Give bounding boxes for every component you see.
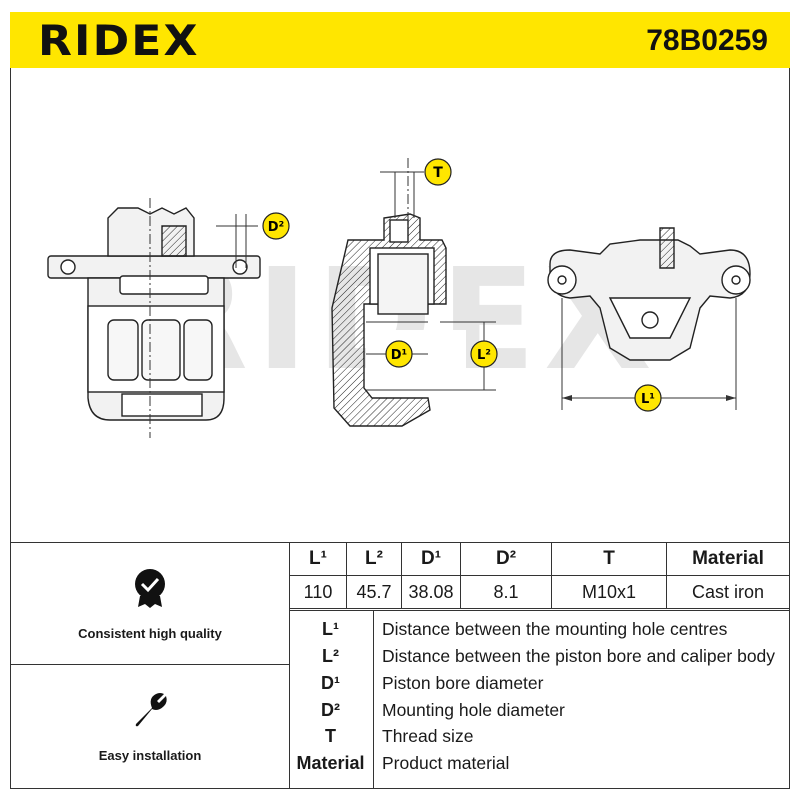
wrench-icon [135,693,167,727]
legend-key: D² [321,700,340,720]
feature-installation-label: Easy installation [98,748,202,763]
caliper-front-view [47,207,261,421]
legend-desc: Piston bore diameter [382,673,544,693]
header-t: T [551,542,667,576]
label-d1: D¹ [391,348,408,363]
label-l1: L¹ [641,392,655,407]
specs-table: L¹ L² D¹ D² T Material 110 45.7 38.08 8.… [289,542,790,609]
value-l1: 110 [289,575,347,609]
header-l1: L¹ [289,542,347,576]
header-bar: RIDEX 78B0259 [10,12,790,68]
legend-row: Material Product material [289,753,790,779]
header-material: Material [666,542,790,576]
quality-badge-icon [135,569,165,608]
caliper-drawing: RIDEX D² T D¹ L² [47,158,751,438]
legend-key: L² [322,646,339,666]
feature-quality-label: Consistent high quality [78,626,222,641]
legend-list: L¹ Distance between the mounting hole ce… [289,610,790,788]
value-t: M10x1 [551,575,667,609]
legend-key: D¹ [321,673,340,693]
content-frame [10,68,790,789]
legend-desc: Distance between the piston bore and cal… [382,646,776,666]
feature-divider [10,664,289,665]
feature-column-divider [289,542,290,788]
brand-logo: RIDEX [38,16,200,65]
header-d1: D¹ [401,542,461,576]
label-d2: D² [268,220,285,235]
part-number: 78B0259 [646,24,768,57]
legend-desc: Mounting hole diameter [382,700,565,720]
header-d2: D² [460,542,552,576]
legend-key: L¹ [322,619,339,639]
specs-header-row: L¹ L² D¹ D² T Material [289,542,790,576]
label-t: T [433,165,443,181]
legend-desc: Distance between the mounting hole centr… [382,619,728,639]
caliper-rear-view [547,227,751,361]
value-l2: 45.7 [346,575,402,609]
label-l2: L² [477,348,491,363]
value-d1: 38.08 [401,575,461,609]
legend-key: Material [296,753,365,773]
legend-row: T Thread size [289,726,790,752]
header-l2: L² [346,542,402,576]
legend-column-divider [373,610,374,788]
value-material: Cast iron [666,575,790,609]
caliper-section-view [331,213,466,427]
value-d2: 8.1 [460,575,552,609]
specs-value-row: 110 45.7 38.08 8.1 M10x1 Cast iron [289,575,790,609]
legend-row: D¹ Piston bore diameter [289,673,790,699]
legend-row: D² Mounting hole diameter [289,700,790,726]
legend-desc: Thread size [382,726,474,746]
legend-row: L¹ Distance between the mounting hole ce… [289,619,790,645]
legend-row: L² Distance between the piston bore and … [289,646,790,672]
legend-key: T [325,726,336,746]
legend-top-border [289,610,790,611]
legend-desc: Product material [382,753,510,773]
